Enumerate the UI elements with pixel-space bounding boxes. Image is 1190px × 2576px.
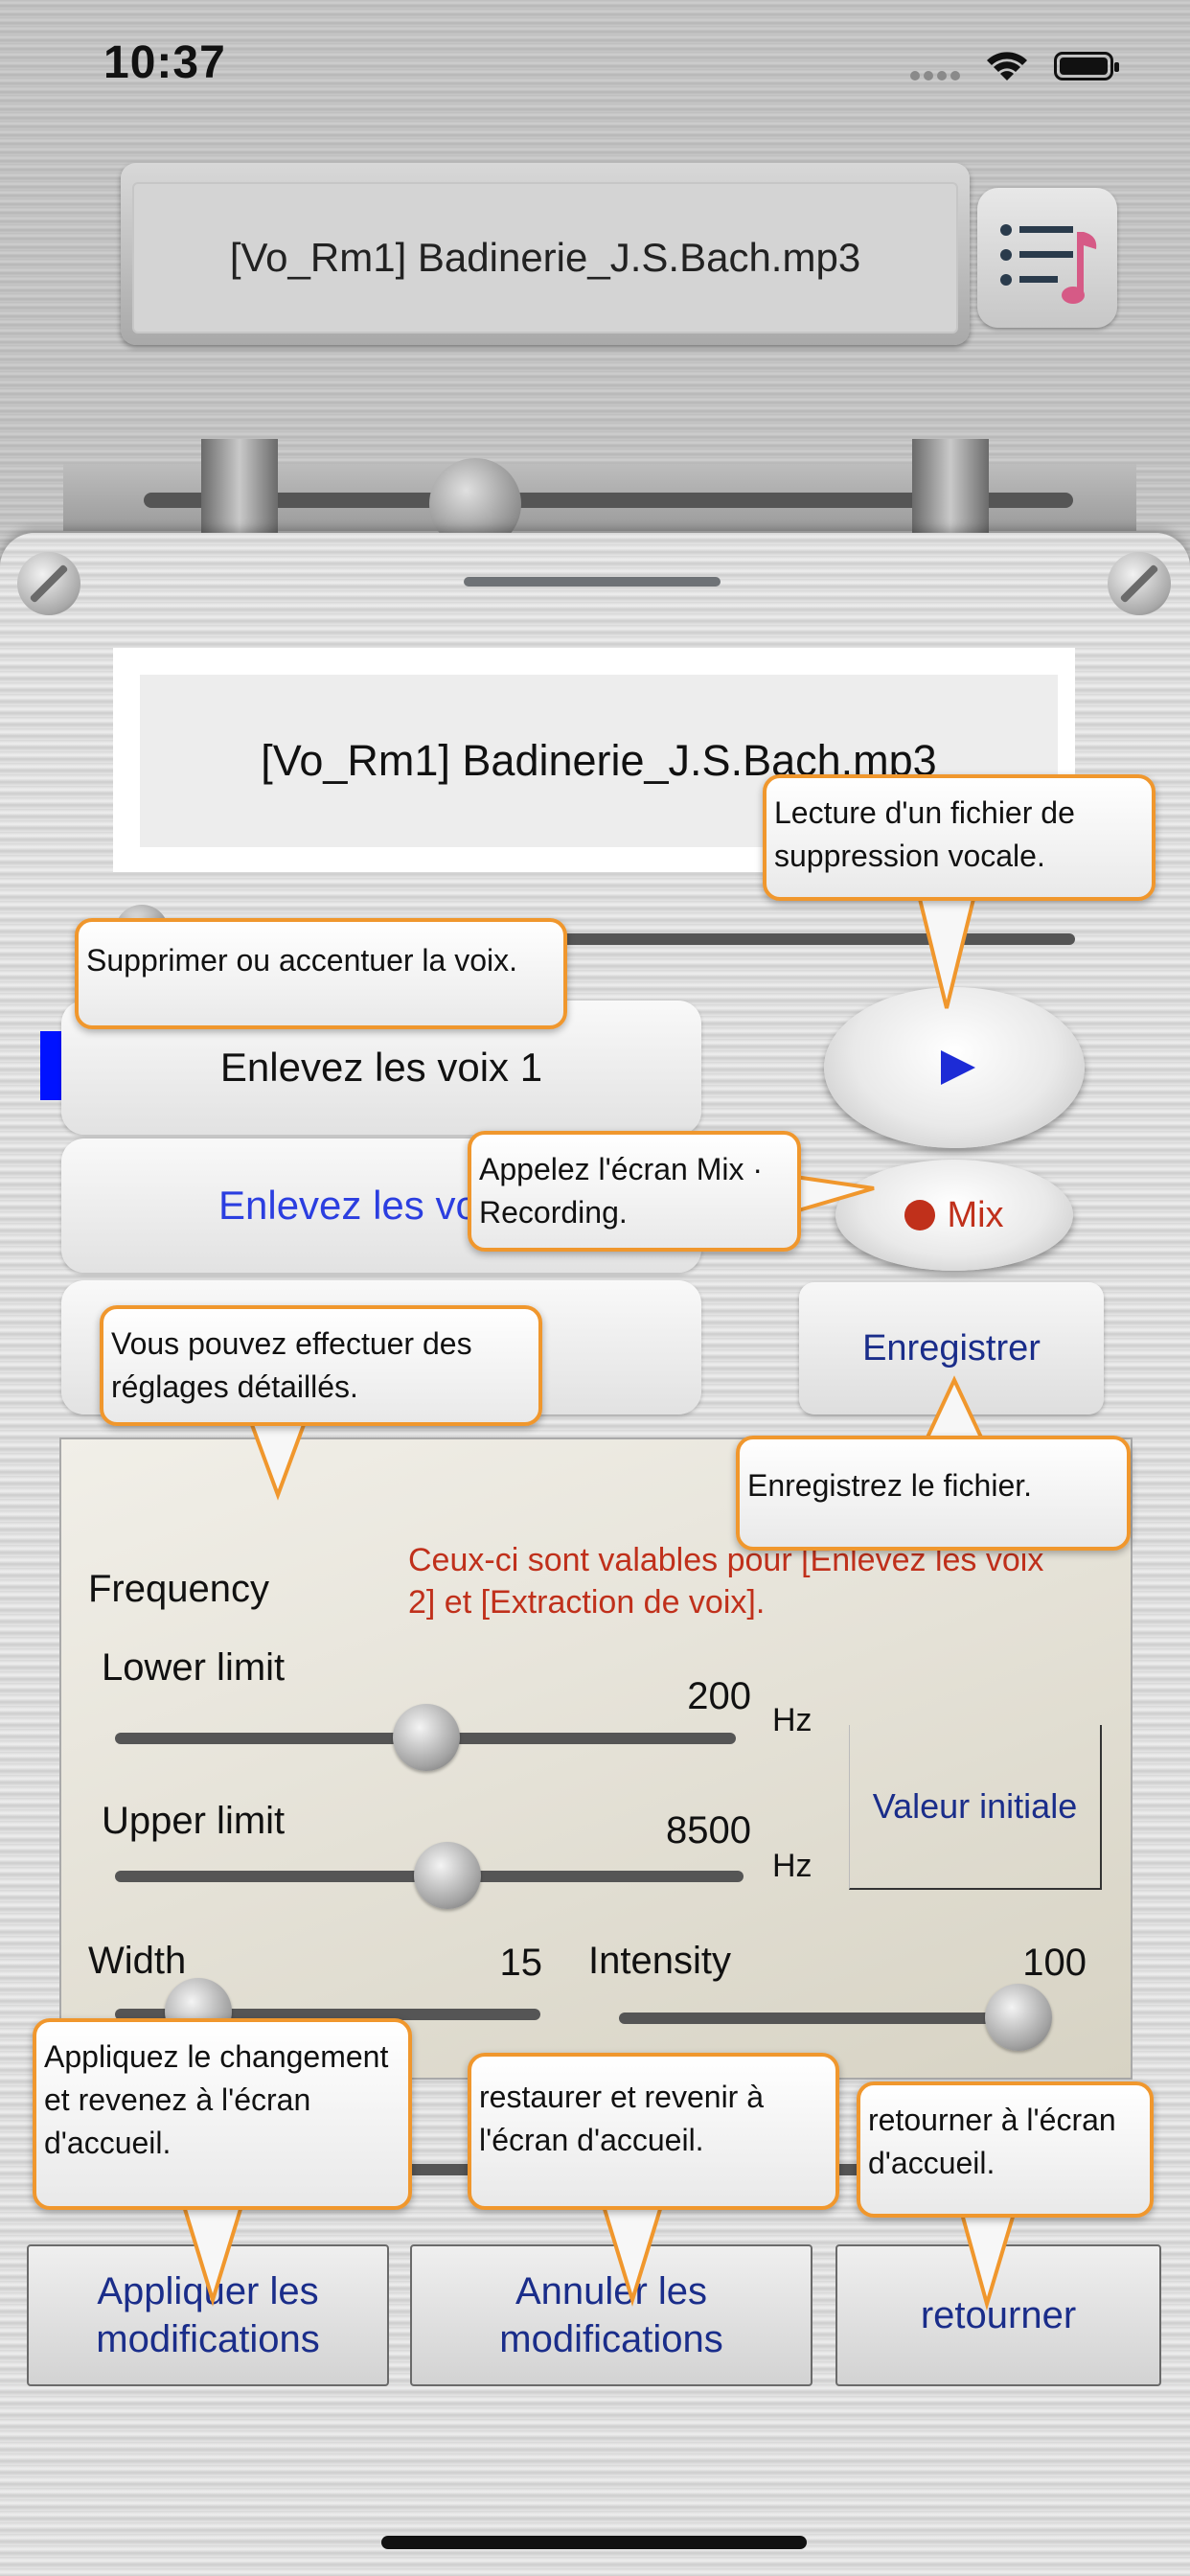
reset-default-button[interactable]: Valeur initiale	[849, 1725, 1102, 1890]
lower-limit-value: 200	[687, 1675, 751, 1717]
upper-limit-knob[interactable]	[414, 1842, 481, 1909]
signal-dot	[950, 71, 960, 80]
top-file-name[interactable]: [Vo_Rm1] Badinerie_J.S.Bach.mp3	[132, 182, 958, 334]
loop-start-marker[interactable]	[201, 439, 278, 535]
save-button[interactable]: Enregistrer	[799, 1282, 1104, 1414]
tooltip-apply: Appliquez le changement et revenez à l'é…	[33, 2018, 412, 2210]
settings-tooltip-tail	[249, 1421, 307, 1501]
lower-limit-unit: Hz	[772, 1702, 812, 1738]
loop-end-marker[interactable]	[912, 439, 989, 535]
apply-tooltip-tail	[182, 2205, 243, 2307]
back-tooltip-tail	[960, 2213, 1016, 2312]
intensity-slider[interactable]	[619, 2012, 1025, 2024]
upper-limit-label: Upper limit	[102, 1800, 286, 1842]
screw-icon	[17, 552, 80, 615]
mix-button[interactable]: Mix	[835, 1160, 1073, 1271]
tooltip-settings: Vous pouvez effectuer des réglages détai…	[100, 1305, 542, 1426]
intensity-knob[interactable]	[985, 1984, 1052, 2051]
play-button[interactable]	[824, 987, 1085, 1148]
panel-grab-handle[interactable]	[464, 577, 721, 586]
save-tooltip-tail	[924, 1375, 985, 1442]
tooltip-play: Lecture d'un fichier de suppression voca…	[763, 774, 1156, 901]
cancel-label-line: modifications	[499, 2318, 723, 2360]
status-time: 10:37	[103, 37, 226, 88]
battery-icon	[1054, 52, 1119, 80]
screw-icon	[1108, 552, 1171, 615]
home-indicator[interactable]	[381, 2536, 807, 2549]
mix-label: Mix	[947, 1194, 1004, 1235]
upper-limit-unit: Hz	[772, 1848, 812, 1884]
width-value: 15	[499, 1942, 543, 1984]
intensity-label: Intensity	[588, 1940, 731, 1982]
mode-button-label: Enlevez les voix 1	[219, 1045, 543, 1090]
lower-limit-label: Lower limit	[102, 1646, 286, 1689]
playlist-icon	[1000, 224, 1097, 304]
upper-limit-value: 8500	[666, 1809, 751, 1852]
tooltip-mode: Supprimer ou accentuer la voix.	[75, 918, 567, 1029]
wifi-icon	[987, 52, 1027, 80]
tooltip-mix: Appelez l'écran Mix · Recording.	[468, 1131, 801, 1252]
status-icons	[910, 46, 1131, 84]
record-dot-icon	[904, 1200, 936, 1230]
cancel-label: Annuler les modifications	[499, 2267, 722, 2363]
mix-tooltip-tail	[794, 1175, 875, 1213]
tooltip-cancel: restaurer et revenir à l'écran d'accueil…	[468, 2053, 839, 2210]
cancel-tooltip-tail	[602, 2205, 663, 2307]
width-label: Width	[88, 1940, 187, 1982]
apply-label-line: modifications	[96, 2318, 320, 2360]
top-seek-track[interactable]	[144, 493, 1073, 508]
lower-limit-knob[interactable]	[393, 1704, 460, 1771]
play-tooltip-tail	[916, 890, 977, 1009]
mode-button-label: Enlevez les vo	[218, 1183, 478, 1228]
frequency-label: Frequency	[88, 1568, 269, 1610]
cancel-label-line: Annuler les	[515, 2270, 708, 2312]
signal-icon	[910, 71, 920, 80]
signal-dot	[937, 71, 947, 80]
intensity-value: 100	[1022, 1942, 1087, 1984]
tooltip-back: retourner à l'écran d'accueil.	[857, 2082, 1154, 2218]
signal-dot	[924, 71, 933, 80]
tooltip-save: Enregistrez le fichier.	[736, 1436, 1131, 1551]
playlist-button[interactable]	[977, 188, 1117, 328]
play-icon	[941, 1050, 975, 1085]
cancel-changes-button[interactable]: Annuler les modifications	[410, 2244, 812, 2386]
